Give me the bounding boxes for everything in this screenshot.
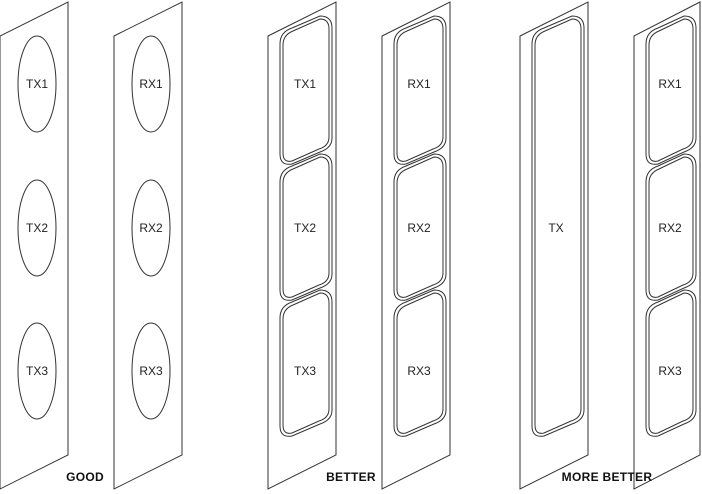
coil-label: TX2	[294, 221, 316, 235]
rx-panel: RX1 RX2 RX3	[381, 1, 451, 490]
rx-coil-1	[645, 15, 697, 165]
coil-label: RX2	[407, 221, 431, 235]
tx-coil-2-inner	[282, 156, 330, 298]
rx-panel: RX1 RX2 RX3	[633, 1, 701, 490]
rx-coil-2-inner	[648, 156, 694, 298]
coil-label: TX	[548, 221, 563, 235]
tx-coil-inner	[534, 18, 582, 434]
rx-coil-1	[131, 35, 171, 133]
coil-label: RX3	[139, 364, 163, 378]
rx-coil-1-inner	[648, 18, 694, 162]
tx-coil-1	[17, 35, 57, 133]
rx-coil-3	[393, 289, 447, 437]
panel-outline	[381, 1, 451, 490]
tx-coil	[531, 15, 585, 437]
coil-label: RX2	[139, 221, 163, 235]
caption-good: GOOD	[66, 470, 104, 484]
rx-coil-3-inner	[648, 292, 694, 434]
coil-label: TX3	[294, 364, 316, 378]
panel-outline	[113, 1, 183, 490]
coil-label: TX3	[26, 364, 48, 378]
rx-coil-2	[131, 179, 171, 277]
tx-coil-1-inner	[282, 18, 330, 162]
tx-coil-3-inner	[282, 292, 330, 434]
rx-coil-2	[393, 153, 447, 301]
panel-outline	[519, 1, 589, 490]
group-good: TX1 TX2 TX3 RX1 RX2 RX3	[0, 1, 183, 490]
coil-label: TX1	[26, 77, 48, 91]
rx-coil-3	[131, 322, 171, 420]
coil-label: RX1	[407, 77, 431, 91]
rx-coil-1-inner	[396, 18, 444, 162]
coil-label: TX1	[294, 77, 316, 91]
rx-panel: RX1 RX2 RX3	[113, 1, 183, 490]
caption-better: BETTER	[326, 470, 376, 484]
rx-coil-2	[645, 153, 697, 301]
tx-coil-1	[279, 15, 333, 165]
rx-coil-3-inner	[396, 292, 444, 434]
rx-coil-2-inner	[396, 156, 444, 298]
coil-label: TX2	[26, 221, 48, 235]
caption-more-better: MORE BETTER	[561, 470, 653, 484]
coil-label: RX1	[658, 77, 682, 91]
tx-coil-2	[17, 179, 57, 277]
panel-outline	[0, 1, 69, 490]
rx-coil-1	[393, 15, 447, 165]
panel-outline	[267, 1, 337, 490]
group-more-better: TX RX1 RX2 RX3	[519, 1, 701, 490]
coil-label: RX3	[407, 364, 431, 378]
group-better: TX1 TX2 TX3 RX1 RX2 RX3	[267, 1, 451, 490]
rx-coil-3	[645, 289, 697, 437]
tx-coil-3	[279, 289, 333, 437]
tx-coil-3	[17, 322, 57, 420]
tx-coil-2	[279, 153, 333, 301]
coil-label: RX1	[139, 77, 163, 91]
tx-panel: TX	[519, 1, 589, 490]
tx-panel: TX1 TX2 TX3	[267, 1, 337, 490]
panel-outline	[633, 1, 701, 490]
coil-label: RX2	[658, 221, 682, 235]
tx-panel: TX1 TX2 TX3	[0, 1, 69, 490]
coil-label: RX3	[658, 364, 682, 378]
